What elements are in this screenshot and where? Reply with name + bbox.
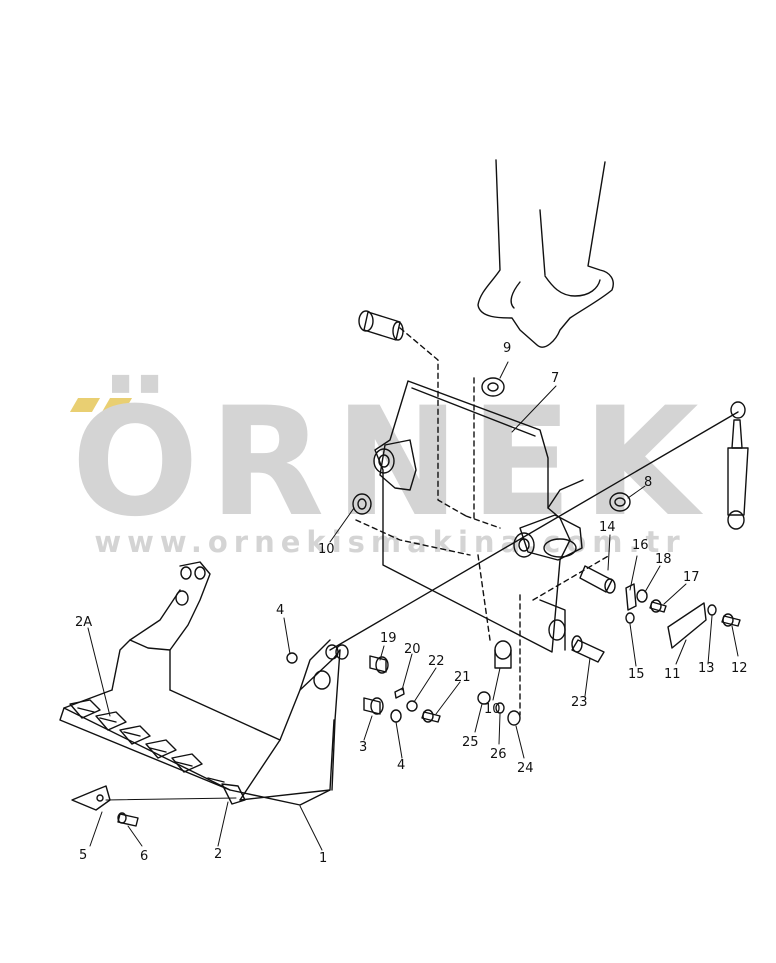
bolt-12-drawing bbox=[721, 613, 741, 627]
part-15-drawing bbox=[625, 612, 635, 624]
bushing-10-upper-drawing bbox=[352, 493, 372, 515]
watermark-brand: ÖRNEK bbox=[71, 376, 709, 550]
callout-25: 25 bbox=[462, 735, 479, 750]
gas-strut-drawing bbox=[727, 401, 749, 530]
callout-15: 15 bbox=[628, 667, 645, 682]
callout-11: 11 bbox=[664, 667, 681, 682]
bolt-17-drawing bbox=[649, 599, 667, 613]
nut-4-upper-drawing bbox=[286, 652, 298, 664]
bolt-21-drawing bbox=[421, 709, 441, 723]
callout-26: 26 bbox=[490, 747, 507, 762]
callout-10-lower: 10 bbox=[484, 702, 501, 717]
washer-22-drawing bbox=[406, 700, 418, 712]
callout-19: 19 bbox=[380, 631, 397, 646]
callout-16: 16 bbox=[632, 538, 649, 553]
bushing-3-drawing bbox=[363, 697, 384, 715]
pin-23-drawing bbox=[571, 635, 605, 663]
part-16-drawing bbox=[625, 583, 637, 611]
callout-2: 2 bbox=[214, 847, 222, 862]
callout-24: 24 bbox=[517, 761, 534, 776]
callout-20: 20 bbox=[404, 642, 421, 657]
leader-line bbox=[329, 411, 739, 651]
pin-6-drawing bbox=[117, 812, 139, 827]
callout-3: 3 bbox=[359, 740, 367, 755]
callout-14: 14 bbox=[599, 520, 616, 535]
bushing-10-lower-drawing bbox=[494, 640, 512, 669]
callout-5: 5 bbox=[79, 848, 87, 863]
washer-26-drawing bbox=[495, 702, 505, 714]
lift-arm-drawing bbox=[477, 159, 614, 348]
callout-17: 17 bbox=[683, 570, 700, 585]
coupler-plate-drawing bbox=[373, 380, 584, 653]
callout-23: 23 bbox=[571, 695, 588, 710]
callout-6: 6 bbox=[140, 849, 148, 864]
bushing-8-drawing bbox=[609, 492, 631, 512]
tooth-5-drawing bbox=[71, 785, 237, 811]
callout-18: 18 bbox=[655, 552, 672, 567]
callout-10-upper: 10 bbox=[318, 542, 335, 557]
callout-22: 22 bbox=[428, 654, 445, 669]
washer-13-drawing bbox=[707, 604, 717, 616]
callout-7: 7 bbox=[551, 371, 559, 386]
callout-leaders bbox=[87, 361, 739, 851]
callout-8: 8 bbox=[644, 475, 652, 490]
bolt-25-drawing bbox=[477, 691, 491, 705]
bushing-19-drawing bbox=[369, 655, 389, 674]
callout-2a: 2A bbox=[75, 615, 92, 630]
bushing-9-drawing bbox=[481, 377, 505, 397]
plate-11-drawing bbox=[667, 602, 707, 649]
pin-14-drawing bbox=[579, 565, 616, 594]
washer-18-drawing bbox=[636, 589, 648, 603]
dashed-guides bbox=[355, 327, 611, 716]
callout-21: 21 bbox=[454, 670, 471, 685]
part-20-drawing bbox=[394, 687, 405, 699]
callout-9: 9 bbox=[503, 341, 511, 356]
nut-24-drawing bbox=[507, 710, 521, 726]
bucket-drawing bbox=[59, 561, 349, 806]
callout-labels: 9 7 8 10 14 16 18 17 15 11 13 12 23 10 4… bbox=[75, 341, 748, 866]
nut-4-lower-drawing bbox=[390, 709, 402, 723]
callout-1: 1 bbox=[319, 851, 327, 866]
callout-12: 12 bbox=[731, 661, 748, 676]
callout-13: 13 bbox=[698, 661, 715, 676]
callout-4-lower: 4 bbox=[397, 758, 405, 773]
callout-4-upper: 4 bbox=[276, 603, 284, 618]
pin-drawing bbox=[358, 310, 404, 341]
